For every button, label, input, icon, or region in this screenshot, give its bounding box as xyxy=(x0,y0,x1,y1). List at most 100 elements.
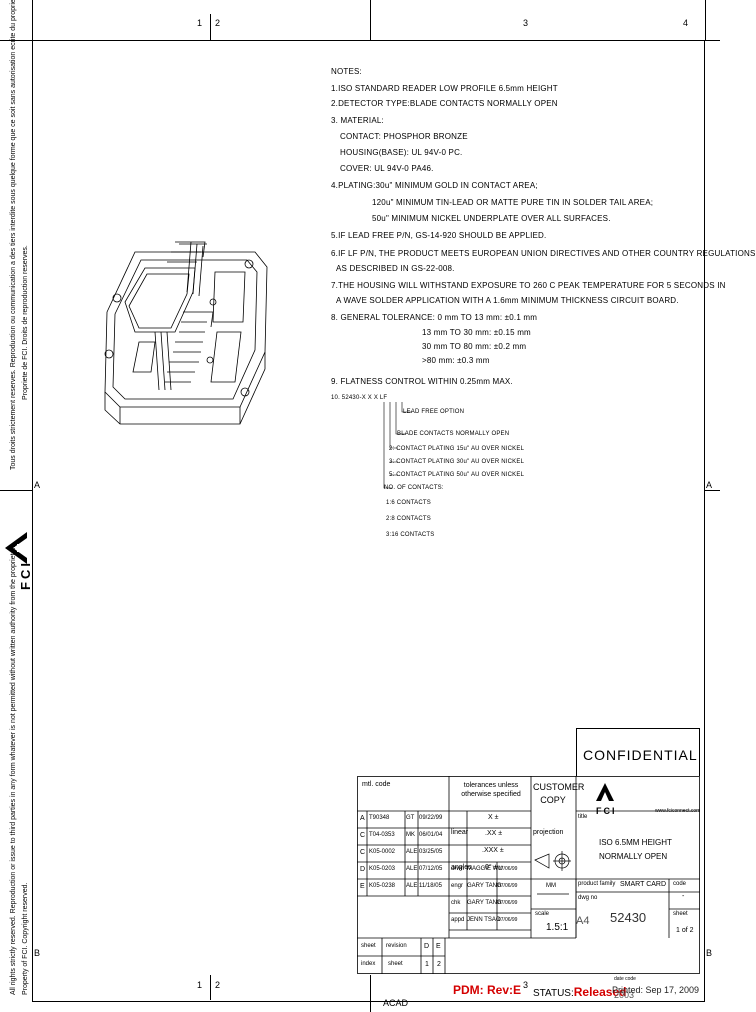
connector-isometric-drawing xyxy=(104,241,268,425)
product-family: SMART CARD xyxy=(620,881,667,888)
zone-label-a-left: A xyxy=(34,480,41,490)
status-prefix: STATUS:Released xyxy=(533,985,626,999)
index-row-1: 1 xyxy=(425,961,429,968)
engr-name: GARY TANG xyxy=(467,883,502,889)
note-4: 4.PLATING:30u" MINIMUM GOLD IN CONTACT A… xyxy=(331,181,538,190)
fci-logo-text: FCI xyxy=(596,806,617,816)
chk-name: GARY TANG xyxy=(467,900,502,906)
option-plating-50: 5: CONTACT PLATING 50u" AU OVER NICKEL xyxy=(389,472,525,478)
tolerance-xx: .XX ± xyxy=(485,830,503,837)
zone-label-1: 1 xyxy=(197,18,203,28)
rev-row-4-rev: D xyxy=(360,866,366,873)
rev-row-4-date: 07/12/05 xyxy=(419,866,443,872)
drwn-date: 07/06/99 xyxy=(498,866,518,872)
fci-logo-side-text: FCI xyxy=(18,560,33,590)
chk-label: chk xyxy=(451,900,461,906)
option-plating-30: 3: CONTACT PLATING 30u" AU OVER NICKEL xyxy=(389,459,525,465)
pdm-revision: PDM: Rev:E xyxy=(453,983,522,997)
rev-row-1-by: GT xyxy=(406,815,415,821)
option-blade-contacts: BLADE CONTACTS NORMALLY OPEN xyxy=(397,431,510,437)
note-4b: 50u" MINIMUM NICKEL UNDERPLATE OVER ALL … xyxy=(372,214,611,223)
copyright-fr-2: Propriete de FCI. Droits de reproduction… xyxy=(22,245,29,400)
rev-row-3-ecn: K05-0002 xyxy=(369,849,396,855)
sheet-rev-header-sheet: sheet xyxy=(361,943,376,949)
rev-row-1-date: 09/22/99 xyxy=(419,815,443,821)
note-10: 10. 52430-X X X LF xyxy=(331,395,388,401)
rev-row-4-by: ALE xyxy=(406,866,418,872)
note-8b: 30 mm TO 80 mm: ±0.2 mm xyxy=(422,342,527,351)
part-number-leaders xyxy=(383,402,412,489)
rev-row-3-by: ALE xyxy=(406,849,418,855)
title-line-2: NORMALLY OPEN xyxy=(599,852,668,861)
sheet-rev-header-revision: revision xyxy=(386,943,407,949)
engr-label: engr xyxy=(451,883,464,889)
option-16-contacts: 3:16 CONTACTS xyxy=(386,532,435,538)
rev-row-2-ecn: T04-0353 xyxy=(369,832,395,838)
sheet-rev-header-e: E xyxy=(436,943,441,950)
note-9: 9. FLATNESS CONTROL WITHIN 0.25mm MAX. xyxy=(331,377,513,386)
rev-row-5-date: 11/18/05 xyxy=(419,883,442,889)
tolerance-xxx: .XXX ± xyxy=(482,847,504,854)
drwn-name: MAGGIE WU xyxy=(467,866,503,872)
rev-row-2-by: MK xyxy=(406,832,415,838)
printed-date: Printed: Sep 17, 2009 xyxy=(612,985,700,995)
zone-label-b-left: B xyxy=(34,948,41,958)
rev-row-1-rev: A xyxy=(360,815,365,822)
index-row-2: 2 xyxy=(437,961,441,968)
mtl-code-label: mtl. code xyxy=(362,781,391,788)
title-label: title xyxy=(578,814,588,820)
option-8-contacts: 2:8 CONTACTS xyxy=(386,516,431,522)
code-value: - xyxy=(682,893,685,900)
engr-date: 07/06/99 xyxy=(498,883,518,889)
note-6a: AS DESCRIBED IN GS-22-008. xyxy=(336,264,455,273)
projection-label: projection xyxy=(533,829,564,836)
rev-row-1-ecn: T90348 xyxy=(369,815,390,821)
units-label: MM xyxy=(546,883,556,889)
fci-logo-side xyxy=(5,532,27,564)
website-link: www.fciconnect.com xyxy=(655,808,701,814)
scale-label: scale xyxy=(535,911,550,917)
zone-label-bottom-1: 1 xyxy=(197,980,203,990)
zone-label-4: 4 xyxy=(683,18,689,28)
confidential-box: CONFIDENTIAL xyxy=(576,728,700,776)
note-1: 1.ISO STANDARD READER LOW PROFILE 6.5mm … xyxy=(331,84,558,93)
zone-label-bottom-3: 3 xyxy=(523,980,529,990)
notes-header: NOTES: xyxy=(331,67,362,76)
rev-row-2-date: 06/01/04 xyxy=(419,832,443,838)
note-2: 2.DETECTOR TYPE:BLADE CONTACTS NORMALLY … xyxy=(331,99,558,108)
note-8c: >80 mm: ±0.3 mm xyxy=(422,356,490,365)
title-block-grid xyxy=(357,776,700,974)
option-6-contacts: 1:6 CONTACTS xyxy=(386,500,431,506)
code-label: code xyxy=(673,881,687,887)
note-8: 8. GENERAL TOLERANCE: 0 mm TO 13 mm: ±0.… xyxy=(331,313,538,322)
note-7: 7.THE HOUSING WILL WITHSTAND EXPOSURE TO… xyxy=(331,281,726,290)
customer-copy: CUSTOMER COPY xyxy=(533,782,585,805)
tolerance-x: X ± xyxy=(488,814,499,821)
note-3c: COVER: UL 94V-0 PA46. xyxy=(340,164,434,173)
index-row-sheet: sheet xyxy=(388,961,403,967)
note-6: 6.IF LF P/N, THE PRODUCT MEETS EUROPEAN … xyxy=(331,249,756,258)
sheet-value: 1 of 2 xyxy=(676,927,694,934)
confidential-label: CONFIDENTIAL xyxy=(583,747,698,763)
zone-label-b-right: B xyxy=(706,948,713,958)
sheet-rev-header-d: D xyxy=(424,943,430,950)
appd-label: appd xyxy=(451,917,465,923)
rev-row-5-ecn: K05-0238 xyxy=(369,883,396,889)
option-lead-free: LEAD FREE OPTION xyxy=(403,409,465,415)
angles-label: angles xyxy=(451,864,472,871)
copyright-en-1: All rights strictly reserved. Reproducti… xyxy=(10,545,17,995)
rev-row-3-rev: C xyxy=(360,849,366,856)
zone-label-3: 3 xyxy=(523,18,529,28)
copyright-fr-1: Tous droits strictement reserves. Reprod… xyxy=(10,0,17,470)
scale-value: 1.5:1 xyxy=(546,922,569,933)
note-7a: A WAVE SOLDER APPLICATION WITH A 1.6mm M… xyxy=(336,296,679,305)
note-3a: CONTACT: PHOSPHOR BRONZE xyxy=(340,132,468,141)
rev-row-5-rev: E xyxy=(360,883,365,890)
product-family-label: product family xyxy=(578,881,616,887)
zone-label-a-right: A xyxy=(706,480,713,490)
sheet-label: sheet xyxy=(673,911,688,917)
rev-row-2-rev: C xyxy=(360,832,366,839)
date-code-label: date code xyxy=(614,976,636,982)
appd-date: 07/06/99 xyxy=(498,917,518,923)
option-no-contacts: NO. OF CONTACTS: xyxy=(384,485,444,491)
